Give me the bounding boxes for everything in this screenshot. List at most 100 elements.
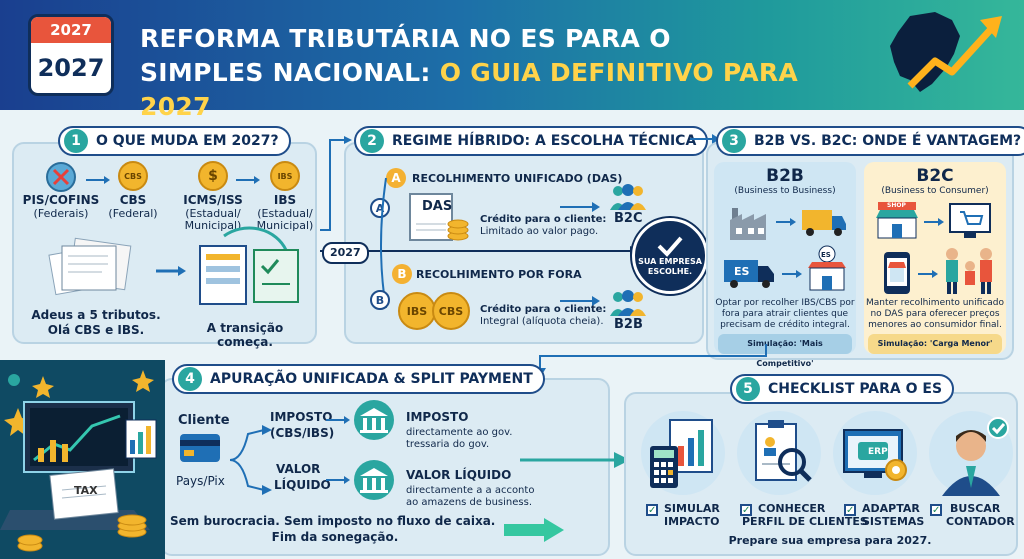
side-a-label: A [370, 198, 390, 218]
checklist-4-line-1: BUSCAR [950, 502, 1001, 515]
side-b-label: B [370, 290, 390, 310]
das-document-icon [409, 193, 469, 241]
title-line-2-b: O GUIA DEFINITIVO PARA 2027 [140, 58, 799, 121]
section-1-panel [12, 142, 317, 344]
icms-sub-1: (Estadual/ [185, 207, 241, 220]
split-valor-1: VALOR [276, 462, 321, 476]
split-valor-2: LÍQUIDO [274, 478, 331, 492]
s5-footer: Prepare sua empresa para 2027. [728, 534, 932, 547]
arrow-a-b2c [560, 202, 600, 212]
calendar-icon: 2027 2027 [28, 14, 114, 96]
section-4-number: 4 [178, 367, 202, 391]
es-map-growth-icon [890, 12, 1002, 92]
accountant-avatar-icon [929, 411, 1013, 496]
cbs-label: CBS [119, 193, 147, 207]
option-b-badge: B [392, 264, 412, 284]
dest-valor-title: VALOR LÍQUIDO [406, 468, 512, 482]
checklist-3-line-2: SISTEMAS [862, 515, 925, 528]
online-cart-icon [949, 203, 991, 238]
year-2027-label: 2027 [322, 242, 369, 264]
s4-footer-1: Sem burocracia. Sem imposto no fluxo de … [170, 514, 496, 528]
family-icon [946, 248, 992, 294]
ibs-label: IBS [273, 193, 297, 207]
arrow-truck-store [782, 270, 802, 278]
calculator-chart-icon [641, 411, 725, 495]
credito-a-2: Limitado ao valor pago. [480, 226, 599, 237]
checkmark-icon [657, 236, 683, 257]
b2c-sub: (Business to Consumer) [881, 186, 989, 196]
arrow-phone-family [918, 270, 938, 278]
delivery-truck-icon [802, 210, 846, 236]
clipboard-magnifier-icon [737, 411, 821, 495]
checklist-4-line-2: CONTADOR [946, 515, 1015, 528]
b2c-desc-1: Manter recolhimento unificado [866, 298, 1004, 308]
checklist-2-line-2: PERFIL DE CLIENTES [742, 515, 868, 528]
paper-pile-icon [48, 237, 132, 296]
arrow-b-b2b [560, 296, 600, 306]
checkbox-simular[interactable]: ✓ [646, 504, 658, 516]
section-2-number: 2 [360, 129, 384, 153]
dest-imposto-title: IMPOSTO [406, 410, 469, 424]
erp-label: ERP [868, 447, 888, 457]
shop-icon [876, 202, 918, 239]
title-line-2: SIMPLES NACIONAL: O GUIA DEFINITIVO PARA… [140, 56, 840, 124]
connector-1-2 [320, 136, 352, 231]
section-3-number: 3 [722, 129, 746, 153]
ibs-coin-s2: IBS [398, 292, 436, 330]
b2c-label-s2: B2C [614, 211, 643, 226]
title-line-1: REFORMA TRIBUTÁRIA NO ES PARA O [140, 24, 671, 53]
b2c-title: B2C [916, 166, 954, 186]
choice-line-1: SUA EMPRESA [638, 257, 702, 266]
ibs-coin-icon: IBS [270, 161, 300, 191]
credito-b-2: Integral (alíquota cheia). [480, 316, 604, 327]
arrow-pis-cbs [86, 176, 110, 184]
das-doc-label: DAS [422, 199, 453, 214]
arrow-imposto-gov [326, 416, 350, 424]
credito-a-1: Crédito para o cliente: [480, 214, 607, 225]
cbs-coin-s2: CBS [432, 292, 470, 330]
year-2027-text: 2027 [330, 246, 361, 259]
s4-footer-2: Fim da sonegação. [271, 530, 399, 544]
dest-valor-2: ao amazens de business. [406, 497, 532, 508]
government-bank-icon [354, 400, 394, 440]
section-3-header: 3 B2B VS. B2C: ONDE É VANTAGEM? [716, 126, 1024, 156]
people-icon-b2b [610, 290, 646, 316]
cbs-coin-icon: CBS [118, 161, 148, 191]
arrow-to-transition [156, 266, 186, 276]
option-b-title: RECOLHIMENTO POR FORA [416, 268, 582, 281]
es-truck-label: ES [734, 265, 750, 278]
credit-card-icon [180, 434, 220, 462]
calendar-year-text: 2027 [37, 54, 105, 82]
phone-shop-icon [884, 252, 910, 294]
pis-cofins-crossed-icon [46, 162, 76, 192]
ibs-sub-2: Municipal) [256, 219, 314, 232]
adeus-line-1: Adeus a 5 tributos. [31, 308, 161, 322]
section-1-number: 1 [64, 129, 88, 153]
checkbox-conhecer[interactable]: ✓ [740, 504, 752, 516]
dest-valor-1: directamente a a acconto [406, 485, 535, 496]
pis-sub: (Federais) [33, 207, 89, 220]
b2b-desc-1: Optar por recolher IBS/CBS por [715, 298, 855, 308]
business-bank-icon [354, 460, 394, 500]
arrow-to-checklist [520, 452, 630, 468]
arrow-valor-business [326, 476, 350, 484]
tax-doc-label: TAX [74, 484, 98, 497]
dest-imposto-2: tressaria do gov. [406, 439, 490, 450]
b2b-label-s2: B2B [614, 317, 643, 332]
people-icon-b2c [610, 184, 646, 210]
choice-line-2: ESCOLHE. [647, 267, 693, 276]
checklist-3-line-1: ADAPTAR [862, 502, 920, 515]
connector-3-4 [534, 344, 767, 378]
arrow-green-big [504, 518, 564, 542]
checkbox-adaptar[interactable]: ✓ [844, 504, 856, 516]
section-5-title: CHECKLIST PARA O ES [768, 381, 943, 397]
pays-pix-label: Pays/Pix [176, 474, 225, 488]
form-transition-icon [199, 226, 299, 305]
section-2-header: 2 REGIME HÍBRIDO: A ESCOLHA TÉCNICA [354, 126, 709, 156]
checklist-1-line-2: IMPACTO [664, 515, 720, 528]
arrow-shop-cart [924, 218, 944, 226]
checkbox-buscar[interactable]: ✓ [930, 504, 942, 516]
b2c-desc-2: no DAS para oferecer preços [870, 309, 1000, 319]
es-store-label: ES [821, 251, 831, 259]
shop-sign: SHOP [887, 202, 906, 209]
